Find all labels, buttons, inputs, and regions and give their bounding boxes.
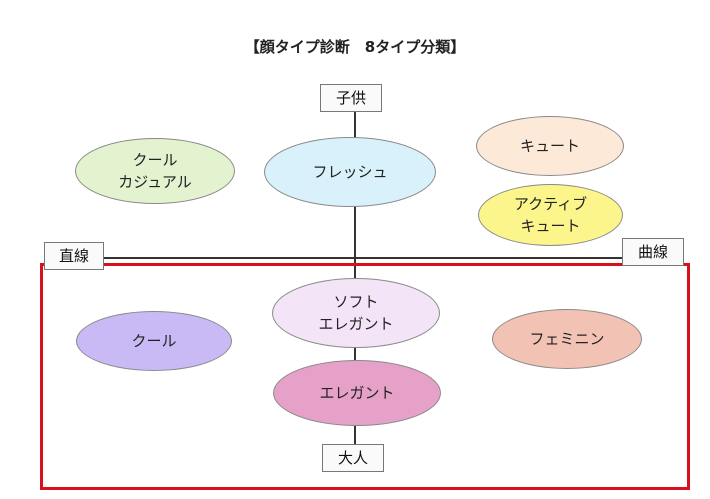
axis-label-curve: 曲線 (622, 238, 684, 266)
type-cute: キュート (476, 116, 624, 176)
axis-label-adult: 大人 (322, 444, 384, 472)
type-fresh: フレッシュ (264, 137, 436, 207)
type-cool-casual: クール カジュアル (75, 138, 235, 204)
type-active-cute: アクティブ キュート (478, 184, 623, 246)
axis-label-child: 子供 (320, 84, 382, 112)
diagram-title: 【顔タイプ診断 8タイプ分類】 (244, 38, 466, 56)
highlight-frame (40, 263, 690, 490)
axis-label-straight: 直線 (44, 242, 104, 270)
type-soft-elegant: ソフト エレガント (272, 278, 440, 348)
horizontal-axis-line (78, 257, 628, 259)
type-elegant: エレガント (273, 360, 441, 426)
type-feminine: フェミニン (492, 309, 642, 369)
type-cool: クール (76, 311, 232, 371)
